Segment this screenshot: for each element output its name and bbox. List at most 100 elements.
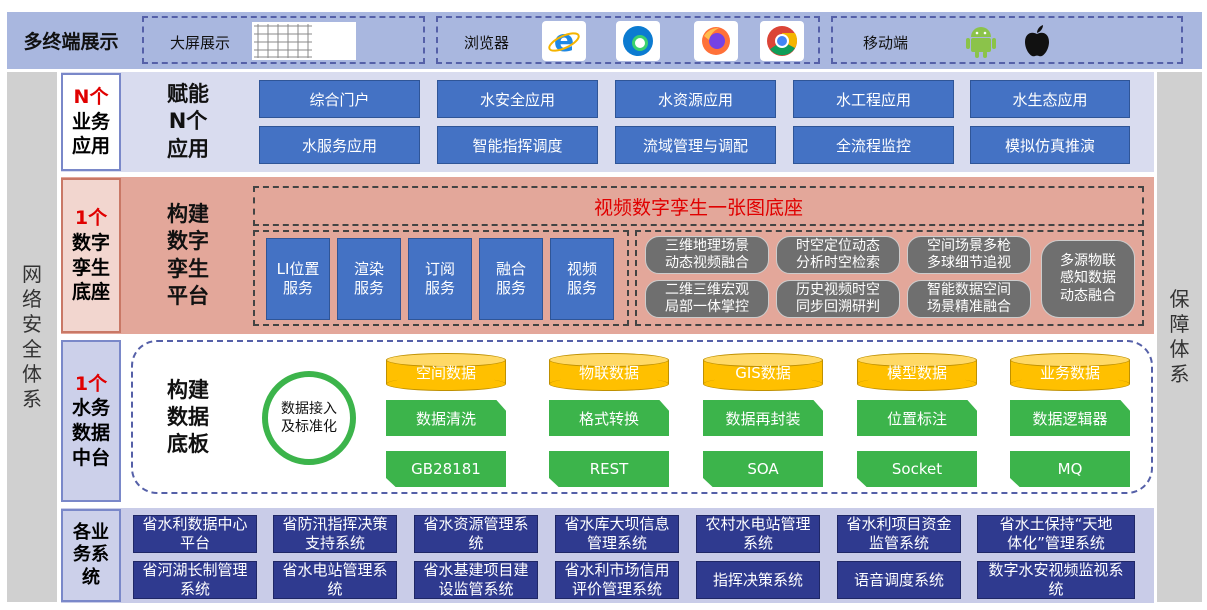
app-box: 流域管理与调配 (615, 126, 776, 164)
app-box: 水工程应用 (793, 80, 954, 118)
system-line: 评价管理系统 (571, 580, 662, 598)
twin-tag-line3: 孪生 (71, 256, 110, 279)
service-line: 订阅 (424, 259, 455, 278)
service-box: 融合服务 (479, 238, 543, 320)
capability-pill: 历史视频时空同步回溯研判 (776, 280, 900, 318)
data-band (131, 340, 1153, 494)
system-line: 体化”管理系统 (1007, 534, 1105, 552)
system-line: 平台 (179, 534, 210, 552)
systems-tag: 各业 务系 统 (61, 509, 121, 602)
system-line: 农村水电站管理 (705, 515, 811, 534)
data-tag-line2: 水务 (71, 397, 110, 420)
twin-title-line4: 平台 (167, 283, 209, 308)
big-screen-group: 大屏展示 (142, 16, 425, 64)
capability-pill: 二维三维宏观局部一体掌控 (645, 280, 769, 318)
data-store-cylinder: 物联数据 (549, 353, 669, 391)
system-box: 语音调度系统 (837, 561, 961, 599)
capability-line: 空间场景多枪 (927, 237, 1011, 254)
app-box: 水服务应用 (259, 126, 420, 164)
systems-tag-line3: 统 (82, 566, 100, 588)
service-line: 服务 (495, 279, 526, 297)
mobile-label: 移动端 (863, 34, 909, 52)
apple-icon (1019, 22, 1055, 60)
process-box: 数据再封装 (703, 400, 823, 436)
system-line: 省水基建项目建 (423, 561, 529, 580)
protocol-box: GB28181 (386, 451, 506, 487)
app-title-line1: 赋能 (167, 82, 209, 107)
capability-line: 时空定位动态 (796, 237, 880, 254)
data-store-cylinder: 业务数据 (1010, 353, 1130, 391)
app-box: 全流程监控 (793, 126, 954, 164)
system-box: 数字水安视频监视系统 (977, 561, 1135, 599)
data-store-cylinder: 模型数据 (857, 353, 977, 391)
chrome-browser-icon (760, 21, 804, 61)
capability-pill: 时空定位动态分析时空检索 (776, 236, 900, 274)
service-line: 服务 (353, 279, 384, 297)
service-box: 视频服务 (550, 238, 614, 320)
system-line: 省水利项目资金 (846, 515, 952, 534)
twin-tag-count: 1个 (74, 207, 108, 230)
app-box: 模拟仿真推演 (970, 126, 1130, 164)
capability-line: 多球细节追视 (927, 255, 1011, 271)
network-security-column: 网络安全体系 (7, 72, 57, 602)
system-line: 省河湖长制管理 (142, 561, 248, 580)
process-box: 位置标注 (857, 400, 977, 436)
systems-tag-line2: 务系 (73, 544, 109, 566)
system-line: 语音调度系统 (853, 570, 944, 589)
system-box: 省水电站管理系统 (273, 561, 397, 599)
browser-label: 浏览器 (464, 34, 510, 52)
firefox-browser-icon (694, 21, 738, 61)
data-title-line1: 构建 (167, 377, 209, 402)
app-box: 智能指挥调度 (437, 126, 598, 164)
service-line: 融合 (495, 259, 526, 278)
browser-group: 浏览器 e (436, 16, 820, 64)
service-box: 渲染服务 (337, 238, 401, 320)
iot-fusion-pill: 多源物联 感知数据 动态融合 (1041, 240, 1135, 318)
data-store-cylinder: 空间数据 (386, 353, 506, 391)
app-tag: N个 业务 应用 (61, 73, 121, 171)
iot-line: 感知数据 (1060, 270, 1116, 287)
ingest-ring: 数据接入 及标准化 (262, 371, 356, 465)
system-line: 省水利数据中心 (142, 515, 248, 534)
twin-tag-line4: 底座 (71, 281, 110, 304)
data-tag-line3: 数据 (71, 422, 110, 444)
protocol-box: REST (549, 451, 669, 487)
data-store-cylinder: GIS数据 (703, 353, 823, 391)
app-box: 水生态应用 (970, 80, 1130, 118)
capability-pill: 空间场景多枪多球细节追视 (907, 236, 1031, 274)
service-line: 渲染 (353, 259, 384, 278)
capability-line: 动态视频融合 (665, 255, 749, 271)
data-title-line2: 数据 (167, 404, 209, 429)
app-title-line2: N个 (168, 109, 208, 134)
service-group (253, 230, 629, 326)
system-box: 省水库大坝信息管理系统 (555, 515, 679, 553)
twin-banner: 视频数字孪生一张图底座 (253, 186, 1144, 226)
system-line: 数字水安视频监视系 (988, 561, 1124, 580)
data-tag-line4: 中台 (71, 446, 110, 469)
system-box: 省水利项目资金监管系统 (837, 515, 961, 553)
app-tag-line2: 业务 (71, 110, 110, 133)
service-line: LI位置 (276, 259, 320, 278)
data-store-label: 模型数据 (886, 363, 947, 382)
capability-group (635, 230, 1144, 326)
system-line: 省防汛指挥决策 (282, 515, 388, 534)
data-store-label: GIS数据 (735, 363, 791, 382)
system-box: 省水利市场信用评价管理系统 (555, 561, 679, 599)
app-tag-line3: 应用 (71, 135, 110, 158)
service-line: 服务 (424, 279, 455, 297)
system-line: 省水资源管理系 (423, 515, 529, 534)
system-box: 省水资源管理系统 (414, 515, 538, 553)
system-line: 管理系统 (586, 534, 647, 552)
ingest-line: 及标准化 (281, 419, 337, 435)
data-tag-count: 1个 (74, 372, 108, 395)
guarantee-column: 保障体系 (1157, 72, 1202, 602)
screen-grid-icon (252, 22, 356, 60)
system-box: 省水基建项目建设监管系统 (414, 561, 538, 599)
data-store-label: 业务数据 (1039, 363, 1100, 382)
system-line: 省水利市场信用 (564, 561, 670, 580)
twin-tag-line2: 数字 (71, 231, 110, 254)
capability-line: 三维地理场景 (665, 237, 749, 254)
system-line: 设监管系统 (438, 580, 514, 598)
app-box: 水资源应用 (615, 80, 776, 118)
data-store-label: 物联数据 (578, 363, 639, 382)
